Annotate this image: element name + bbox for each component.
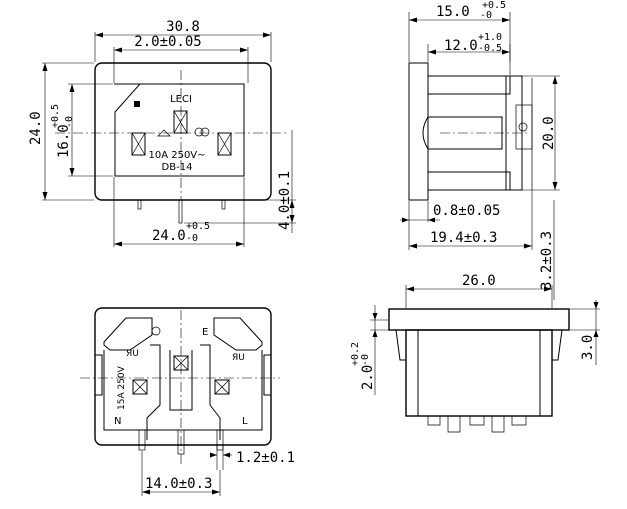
cert-mark-icon: [194, 127, 204, 137]
dim-depth-top-tol-lower: -0: [480, 10, 492, 21]
front-flange-outline: [94, 62, 272, 201]
rear-neutral-label: N: [114, 416, 121, 427]
front-pin-center: [178, 199, 183, 224]
dim-depth-top-tol-upper: +0.5: [482, 0, 506, 11]
dim-pin-pitch: 14.0±0.3: [145, 476, 212, 492]
rear-flange-outline: [94, 307, 272, 446]
front-pin-right: [221, 199, 226, 210]
dim-total-depth: 19.4±0.3: [430, 230, 497, 246]
dim-height-inner-tol-lower: -0: [64, 116, 75, 128]
top-latch-right: [552, 329, 563, 361]
top-body: [405, 329, 553, 417]
dim-offset-right: 3.2±0.3: [539, 231, 555, 290]
dim-height-inner-tol-upper: +0.5: [50, 104, 61, 128]
front-socket-outline: [114, 83, 245, 177]
front-view: LECI 10A 250V~ DB-14 30.8 2.0±0.05 24.0: [28, 19, 296, 247]
side-view: 15.0 +0.5 -0 12.0 +1.0 -0.5 20.0 0.8±0.0…: [400, 0, 560, 300]
dim-width-total: 30.8: [166, 19, 200, 35]
dim-pin-width: 1.2±0.1: [236, 450, 295, 466]
rear-live-terminal: [214, 379, 230, 395]
dim-pin-length: 4.0±0.1: [277, 171, 293, 230]
dim-gap-tol-lower: -0: [360, 354, 371, 366]
dim-side-height: 20.0: [541, 116, 557, 150]
rear-pin-right: [216, 429, 224, 451]
front-neutral-slot: [131, 132, 146, 156]
rear-ul-mark-left: ЯU: [126, 349, 139, 359]
dim-offset-top: 2.0±0.05: [134, 34, 201, 50]
rear-earth-terminal: [173, 355, 189, 371]
side-flange: [408, 62, 429, 201]
front-earth-slot: [173, 110, 188, 134]
front-logo-mark: [134, 101, 140, 107]
top-latch-left: [395, 329, 406, 361]
rear-earth-label: E: [202, 327, 208, 338]
dim-depth-inner: 12.0: [444, 38, 478, 54]
rear-ul-mark-right: ЯU: [232, 353, 245, 363]
dim-bottom-width-tol-lower: -0: [186, 233, 198, 244]
side-pin-body: [515, 104, 533, 150]
dim-depth-inner-tol-upper: +1.0: [478, 32, 502, 43]
dim-flange-height: 3.0: [580, 335, 596, 360]
dim-bottom-width-tol-upper: +0.5: [186, 221, 210, 232]
rear-live-label: L: [242, 416, 248, 427]
side-body-top-wall: [427, 75, 511, 95]
front-brand-mark: LECI: [170, 94, 192, 105]
top-view: 26.0 3.0 2.0 +0.2 -0: [350, 273, 600, 433]
rear-neutral-terminal: [132, 379, 148, 395]
dim-depth-inner-tol-lower: -0.5: [478, 43, 502, 54]
dim-height-inner: 16.0: [56, 124, 72, 158]
ground-symbol-icon: [157, 129, 171, 137]
rear-pin-center: [177, 429, 185, 455]
front-model-mark: DB-14: [162, 162, 193, 173]
dim-flange-thickness: 0.8±0.05: [433, 203, 500, 219]
dim-gap-tol-upper: +0.2: [350, 342, 361, 366]
side-body-bottom-wall: [427, 171, 511, 191]
rear-ground-symbol-icon: [151, 326, 161, 336]
dim-depth-top: 15.0: [436, 4, 470, 20]
front-rating-mark: 10A 250V~: [148, 150, 205, 161]
dim-bottom-width: 24.0: [152, 228, 186, 244]
top-flange: [388, 308, 570, 331]
front-pin-left: [137, 199, 142, 210]
rear-pin-left: [138, 429, 146, 451]
front-live-slot: [217, 132, 232, 156]
dim-top-width: 26.0: [462, 273, 496, 289]
dim-height-total: 24.0: [28, 111, 44, 145]
rear-view: E N L 15A 250V ЯU ЯU 1.2±0.1 14.0±0.3: [80, 307, 295, 496]
side-cavity: [427, 93, 507, 173]
rear-rating-mark: 15A 250V: [117, 365, 127, 410]
dim-gap: 2.0: [360, 365, 376, 390]
